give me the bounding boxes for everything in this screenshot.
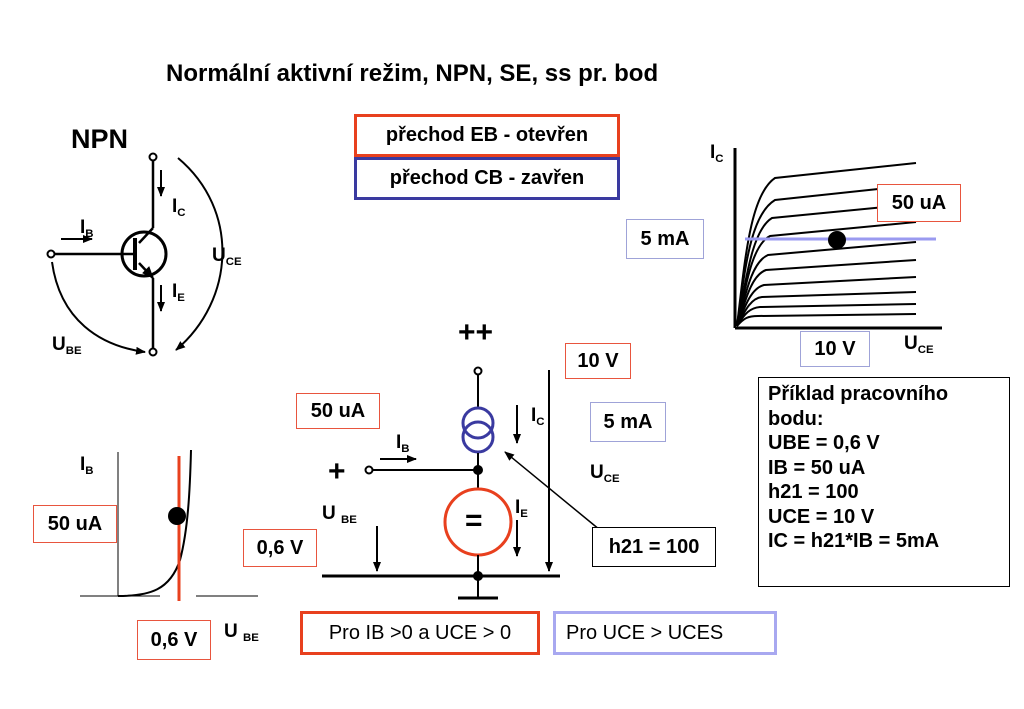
example-line: h21 = 100 bbox=[768, 481, 859, 503]
npn-uce-label: UCE bbox=[212, 245, 242, 268]
cb-junction-box: přechod CB - zavřen bbox=[354, 157, 620, 200]
npn-ie-label: IE bbox=[172, 281, 185, 304]
npn-ic-label: IC bbox=[172, 196, 186, 219]
ic-ib-value: 50 uA bbox=[33, 505, 117, 543]
npn-ube-label: UBE bbox=[52, 334, 82, 357]
input-characteristic bbox=[80, 449, 258, 601]
circuit-ib-value: 50 uA bbox=[296, 393, 380, 429]
page-title: Normální aktivní režim, NPN, SE, ss pr. … bbox=[166, 60, 659, 87]
oc-uce-value: 10 V bbox=[800, 331, 870, 367]
oc-uce-axis-label: UCE bbox=[904, 333, 934, 356]
ic-ube-value: 0,6 V bbox=[137, 620, 211, 660]
circuit-uce-value: 10 V bbox=[565, 343, 631, 379]
npn-symbol bbox=[46, 152, 224, 357]
circuit bbox=[322, 366, 601, 600]
ic-ib-axis-label: IB bbox=[80, 454, 94, 477]
output-characteristics bbox=[733, 148, 942, 330]
circuit-ic-value: 5 mA bbox=[590, 402, 666, 442]
npn-current-arrows bbox=[61, 170, 165, 312]
voltage-source-symbol: = bbox=[465, 504, 483, 537]
plus-label: + bbox=[328, 455, 346, 488]
ic-ube-axis-label: U BE bbox=[224, 621, 259, 644]
example-line: IB = 50 uA bbox=[768, 456, 866, 479]
eb-junction-box: přechod EB - otevřen bbox=[354, 114, 620, 157]
supply-label: ++ bbox=[458, 316, 494, 349]
example-line: bodu: bbox=[768, 407, 824, 430]
circuit-ube-value: 0,6 V bbox=[243, 529, 317, 567]
h21-box: h21 = 100 bbox=[592, 527, 716, 567]
example-line: UCE = 10 V bbox=[768, 505, 875, 528]
npn-label: NPN bbox=[71, 124, 129, 154]
example-box: Příklad pracovního bodu: UBE = 0,6 V IB … bbox=[758, 377, 1010, 587]
example-line: UBE = 0,6 V bbox=[768, 432, 880, 454]
condition-ib-uce: Pro IB >0 a UCE > 0 bbox=[300, 611, 540, 655]
circuit-ib-label: IB bbox=[396, 432, 410, 455]
npn-ib-label: IB bbox=[80, 217, 94, 240]
example-line: IC = h21*IB = 5mA bbox=[768, 530, 940, 552]
circuit-ube-label: U BE bbox=[322, 503, 357, 526]
condition-uce-uces: Pro UCE > UCES bbox=[553, 611, 777, 655]
circuit-uce-label: UCE bbox=[590, 462, 620, 485]
oc-ic-value: 5 mA bbox=[626, 219, 704, 259]
operating-point bbox=[828, 231, 846, 249]
oc-ib-value: 50 uA bbox=[877, 184, 961, 222]
oc-ic-axis-label: IC bbox=[710, 142, 724, 165]
circuit-ie-label: IE bbox=[515, 497, 528, 520]
circuit-ic-label: IC bbox=[531, 405, 545, 428]
example-line: Příklad pracovního bbox=[768, 383, 949, 405]
